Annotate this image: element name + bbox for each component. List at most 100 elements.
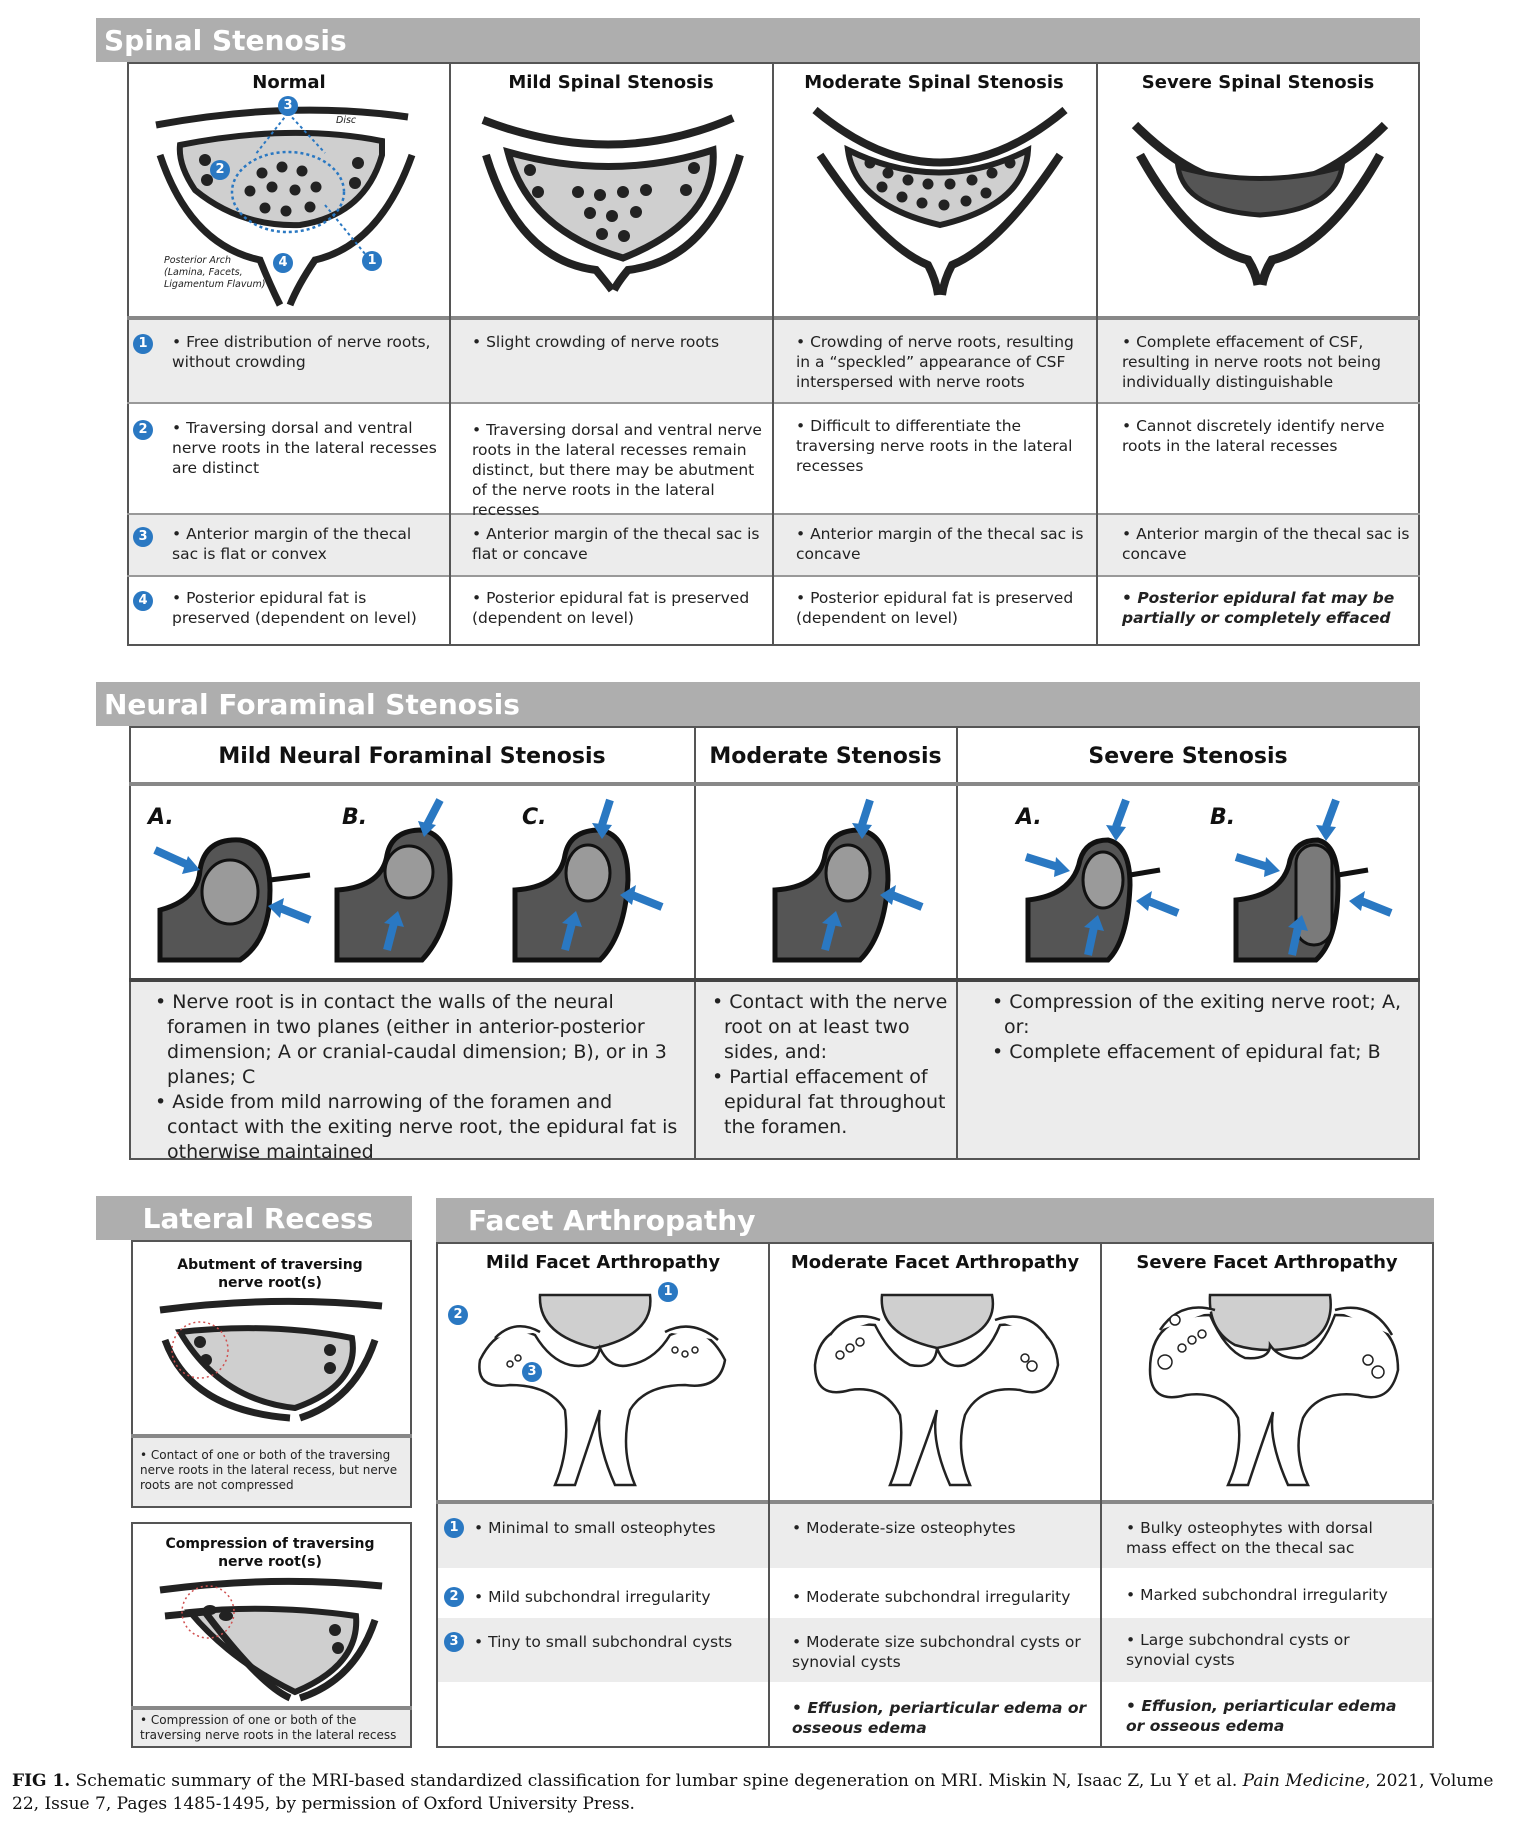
facet-r3-c1: Tiny to small subchondral cysts [470, 1632, 762, 1652]
caption-details: , 2021, Volume 22, Issue 7, Pages 1485-1… [12, 1771, 1494, 1814]
neural-severe-bullet-2: Complete effacement of epidural fat; B [992, 1040, 1412, 1065]
facet-row-marker-1-icon: 1 [444, 1518, 464, 1538]
foramen-mild-b-diagram [334, 798, 453, 963]
neural-moderate-bullet-1: Contact with the nerve root on at least … [712, 990, 950, 1065]
facet-r2-c3: Marked subchondral irregularity [1122, 1585, 1422, 1605]
foramen-mild-c-diagram [512, 798, 664, 963]
letter-a-severe: A. [1016, 805, 1042, 830]
spinal-r4-c4: Posterior epidural fat may be partially … [1118, 588, 1414, 628]
spinal-r4-c3: Posterior epidural fat is preserved (dep… [792, 588, 1092, 628]
caption-label: FIG 1. [12, 1771, 71, 1791]
row-marker-4-icon: 4 [133, 591, 153, 611]
spinal-r1-c1: Free distribution of nerve roots, withou… [168, 332, 443, 372]
col-moderate-spinal: Moderate Spinal Stenosis [804, 72, 1064, 93]
mild-canal-diagram [481, 114, 744, 293]
caption-text: Schematic summary of the MRI-based stand… [75, 1771, 1238, 1791]
abutment-title: Abutment of traversing nerve root(s) [177, 1257, 363, 1291]
compression-diagram [159, 1577, 383, 1702]
facet-r1-c3: Bulky osteophytes with dorsal mass effec… [1122, 1518, 1422, 1558]
spinal-r3-c4: Anterior margin of the thecal sac is con… [1118, 524, 1414, 564]
col-mild-facet: Mild Facet Arthropathy [485, 1252, 721, 1273]
abutment-diagram [159, 1297, 383, 1422]
facet-arthropathy-title: Facet Arthropathy [468, 1203, 756, 1237]
row-marker-3-icon: 3 [133, 527, 153, 547]
facet-diagram-marker-1-icon: 1 [658, 1282, 678, 1302]
letter-b-mild: B. [342, 805, 368, 830]
facet-mild-diagram [478, 1293, 727, 1487]
neural-foraminal-title: Neural Foraminal Stenosis [104, 687, 520, 721]
facet-r1-c1: Minimal to small osteophytes [470, 1518, 762, 1538]
neural-severe-bullet-1: Compression of the exiting nerve root; A… [992, 990, 1412, 1040]
marker-3-icon: 3 [278, 96, 298, 116]
col-moderate-neural: Moderate Stenosis [709, 744, 942, 769]
spinal-stenosis-title: Spinal Stenosis [104, 23, 347, 57]
spinal-r2-c4: Cannot discretely identify nerve roots i… [1118, 416, 1414, 456]
disc-label: Disc [336, 115, 357, 126]
row-marker-2-icon: 2 [133, 420, 153, 440]
col-mild-spinal: Mild Spinal Stenosis [508, 72, 714, 93]
neural-severe-text: Compression of the exiting nerve root; A… [992, 990, 1412, 1065]
facet-row-marker-3-icon: 3 [444, 1632, 464, 1652]
facet-r4-c3: Effusion, periarticular edema or osseous… [1122, 1696, 1422, 1736]
marker-2-icon: 2 [210, 160, 230, 180]
foramen-severe-a-diagram [1024, 798, 1180, 963]
spinal-r1-c3: Crowding of nerve roots, resulting in a … [792, 332, 1092, 392]
letter-a-mild: A. [148, 805, 174, 830]
facet-r2-c1: Mild subchondral irregularity [470, 1587, 762, 1607]
compression-title: Compression of traversing nerve root(s) [165, 1536, 375, 1570]
figure-caption: FIG 1. Schematic summary of the MRI-base… [12, 1770, 1522, 1816]
facet-diagram-marker-3-icon: 3 [522, 1362, 542, 1382]
spinal-r4-c1: Posterior epidural fat is preserved (dep… [168, 588, 443, 628]
foramen-moderate-diagram [772, 798, 924, 963]
facet-severe-diagram [1148, 1293, 1400, 1487]
posterior-arch-sub2: Ligamentum Flavum) [164, 279, 266, 290]
facet-r4-c2: Effusion, periarticular edema or osseous… [788, 1698, 1094, 1738]
facet-r2-c2: Moderate subchondral irregularity [788, 1587, 1094, 1607]
spinal-r3-c3: Anterior margin of the thecal sac is con… [792, 524, 1092, 564]
facet-r1-c2: Moderate-size osteophytes [788, 1518, 1094, 1538]
facet-r3-c3: Large subchondral cysts or synovial cyst… [1122, 1630, 1422, 1670]
normal-canal-diagram [155, 106, 416, 307]
facet-row-marker-2-icon: 2 [444, 1587, 464, 1607]
posterior-arch-label: Posterior Arch [164, 255, 231, 266]
facet-r3-c2: Moderate size subchondral cysts or synov… [788, 1632, 1094, 1672]
spinal-stenosis-header: Spinal Stenosis [96, 18, 1420, 62]
spinal-r3-c1: Anterior margin of the thecal sac is fla… [168, 524, 443, 564]
spinal-r2-c1: Traversing dorsal and ventral nerve root… [168, 418, 443, 478]
marker-4-icon: 4 [273, 253, 293, 273]
compression-text: Compression of one or both of the traver… [140, 1713, 408, 1743]
neural-foraminal-header: Neural Foraminal Stenosis [96, 682, 1420, 726]
letter-c-mild: C. [522, 805, 547, 830]
neural-mild-bullet-1: Nerve root is in contact the walls of th… [155, 990, 685, 1090]
letter-b-severe: B. [1210, 805, 1236, 830]
facet-diagram-marker-2-icon: 2 [448, 1305, 468, 1325]
neural-moderate-bullet-2: Partial effacement of epidural fat throu… [712, 1065, 950, 1140]
abutment-text: Contact of one or both of the traversing… [140, 1448, 408, 1493]
neural-mild-bullet-2: Aside from mild narrowing of the foramen… [155, 1090, 685, 1165]
row-marker-1-icon: 1 [133, 334, 153, 354]
facet-arthropathy-header: Facet Arthropathy [436, 1198, 1434, 1242]
col-severe-facet: Severe Facet Arthropathy [1136, 1252, 1398, 1273]
foramen-mild-a-diagram [153, 837, 312, 963]
spinal-r1-c4: Complete effacement of CSF, resulting in… [1118, 332, 1414, 392]
col-severe-neural: Severe Stenosis [1088, 744, 1288, 769]
posterior-arch-sub1: (Lamina, Facets, [164, 267, 243, 278]
caption-journal: Pain Medicine [1242, 1771, 1366, 1791]
lateral-recess-title: Lateral Recess [142, 1201, 374, 1235]
neural-mild-text: Nerve root is in contact the walls of th… [155, 990, 685, 1165]
spinal-r1-c2: Slight crowding of nerve roots [468, 332, 768, 352]
spinal-r2-c3: Difficult to differentiate the traversin… [792, 416, 1092, 476]
col-normal: Normal [252, 72, 326, 93]
marker-1-icon: 1 [362, 251, 382, 271]
severe-canal-diagram [1131, 121, 1389, 286]
col-moderate-facet: Moderate Facet Arthropathy [790, 1252, 1080, 1273]
spinal-r3-c2: Anterior margin of the thecal sac is fla… [468, 524, 768, 564]
col-severe-spinal: Severe Spinal Stenosis [1141, 72, 1375, 93]
col-mild-neural: Mild Neural Foraminal Stenosis [218, 744, 606, 769]
moderate-canal-diagram [812, 106, 1068, 296]
foramen-severe-b-diagram [1233, 798, 1393, 963]
neural-moderate-text: Contact with the nerve root on at least … [712, 990, 950, 1140]
spinal-r4-c2: Posterior epidural fat is preserved (dep… [468, 588, 768, 628]
spinal-r2-c2: Traversing dorsal and ventral nerve root… [468, 420, 768, 520]
facet-moderate-diagram [813, 1293, 1060, 1487]
